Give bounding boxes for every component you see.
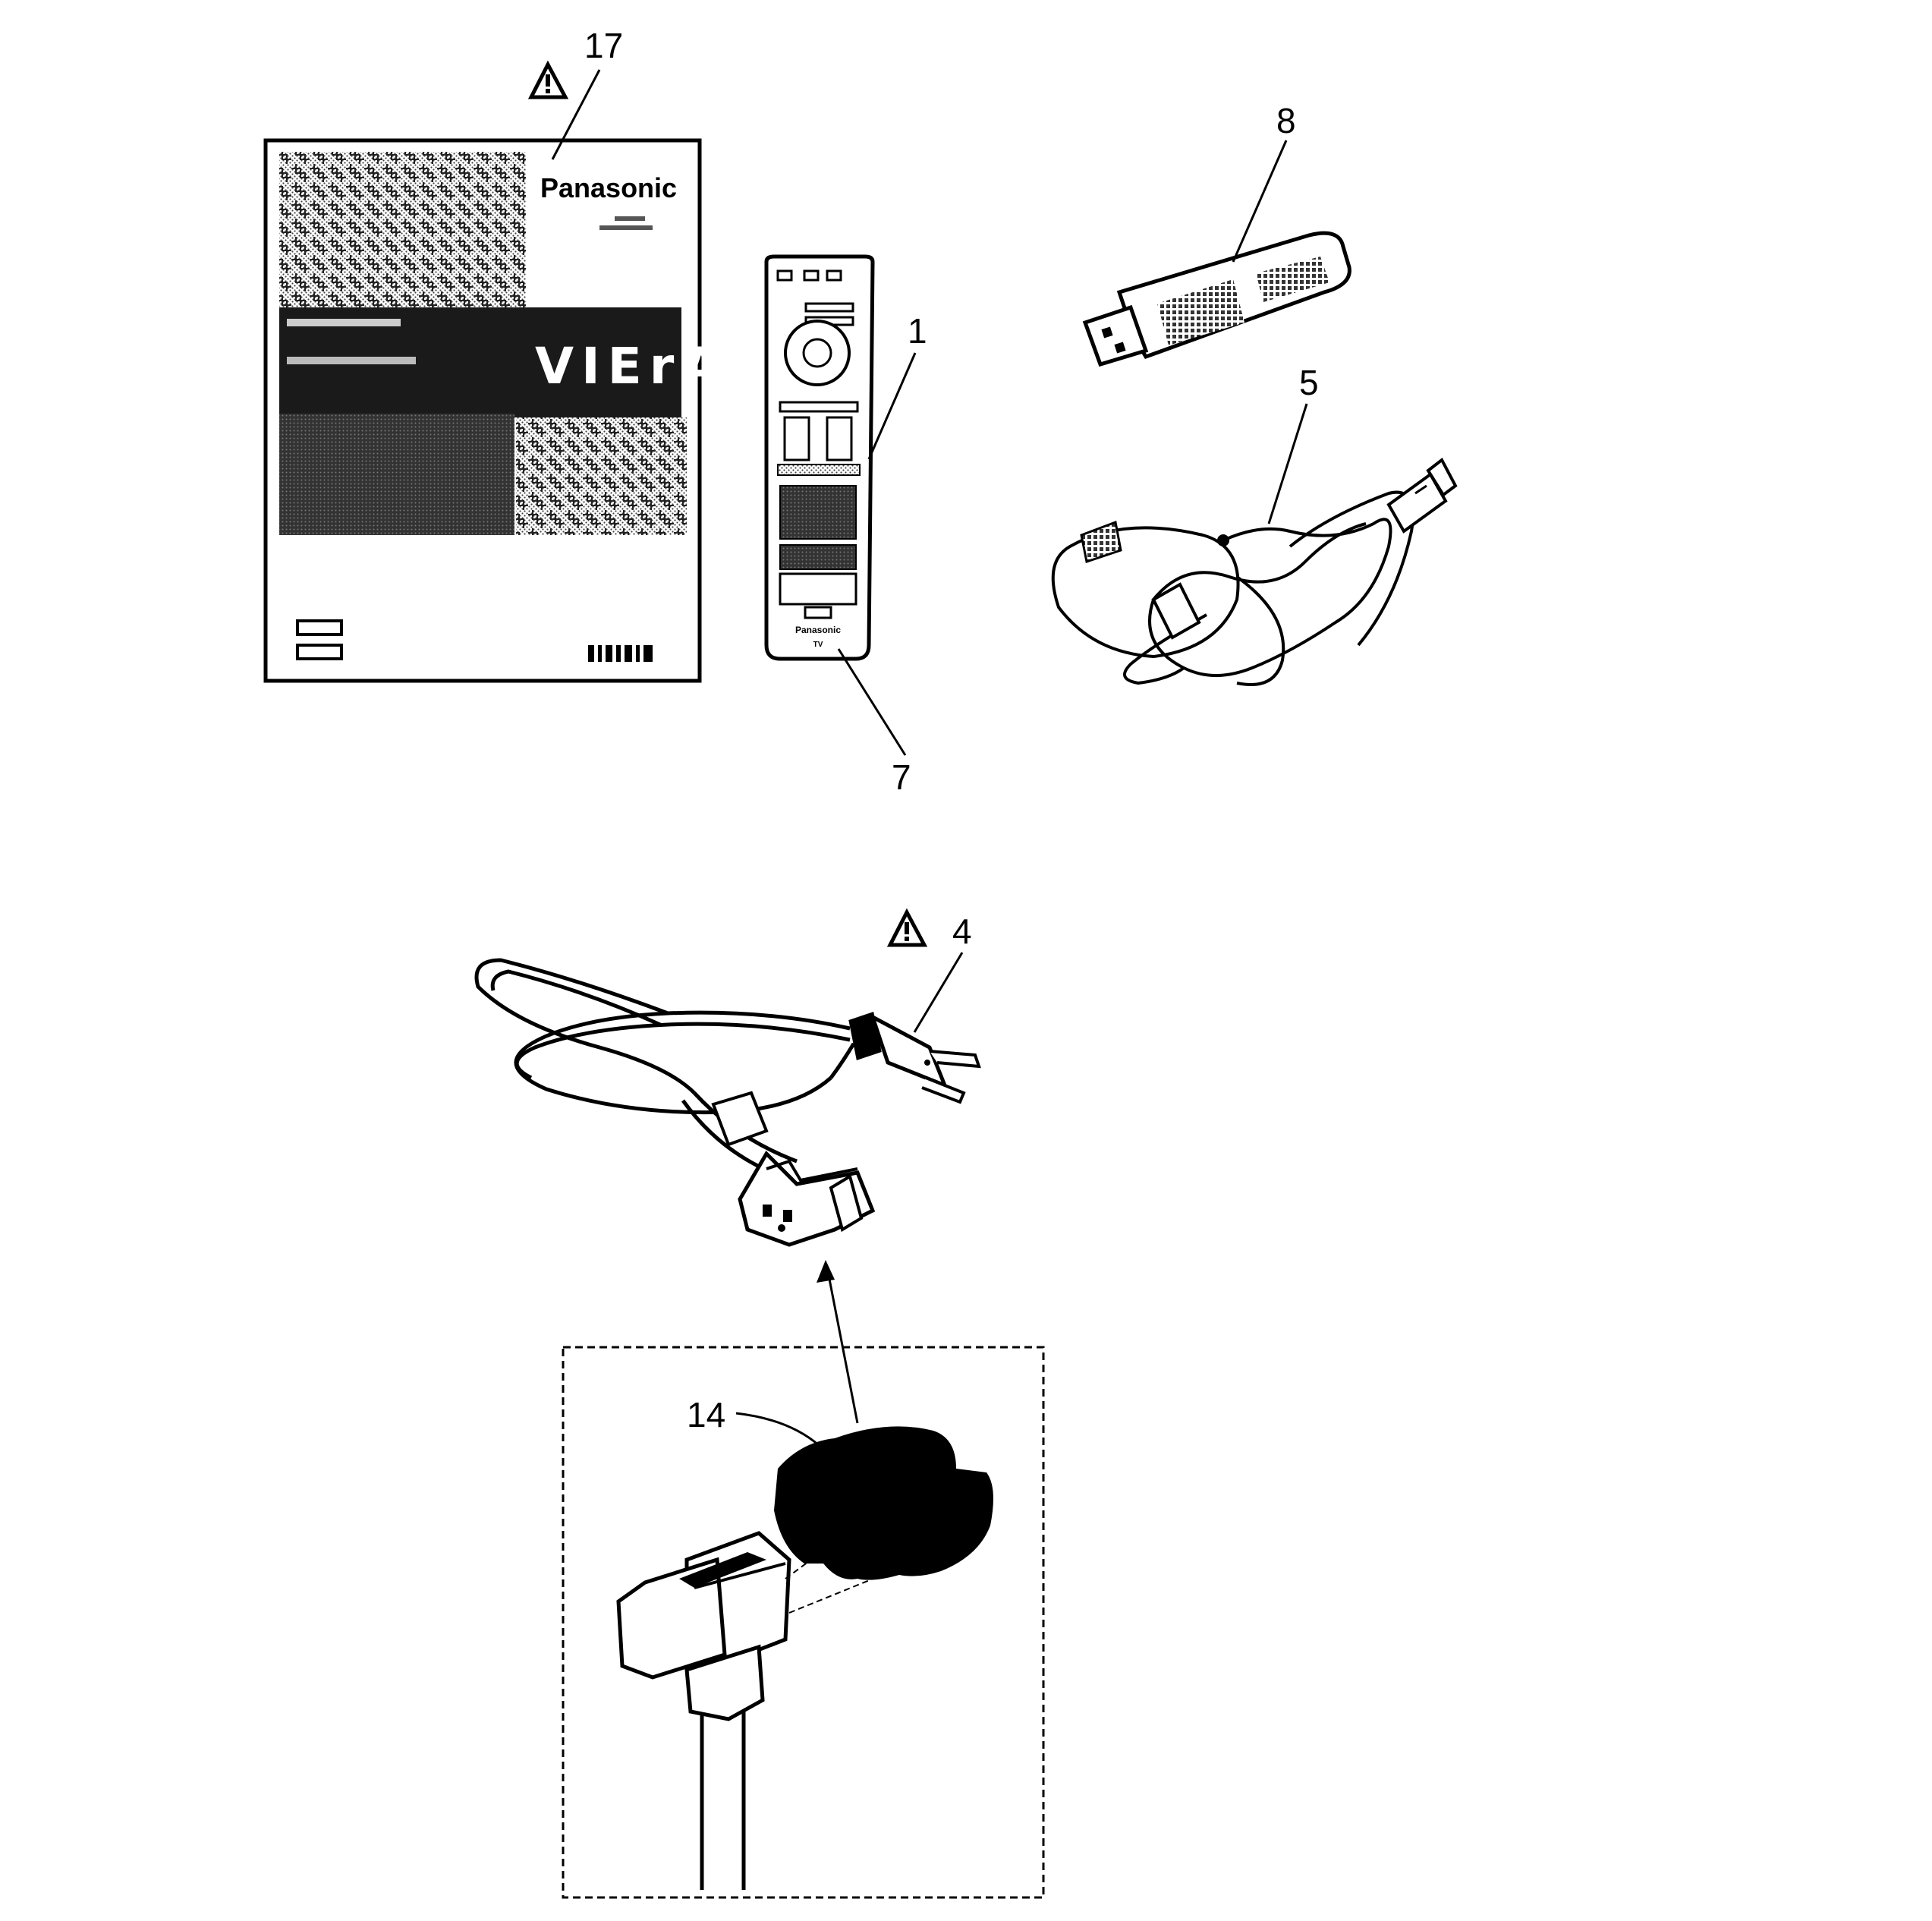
cord-ferrite	[711, 1091, 769, 1147]
usb-plug	[1082, 304, 1149, 367]
leader-line-4	[913, 952, 964, 1033]
wireless-lan-adapter	[1082, 231, 1351, 367]
callout-7: 7	[892, 757, 911, 797]
arrow-head	[817, 1260, 835, 1283]
callout-17: 17	[584, 26, 623, 65]
manual-product-logo: VIErA	[535, 337, 728, 395]
leader-line-1	[867, 352, 917, 460]
manual-barcode	[588, 645, 653, 662]
ferrite-core	[1151, 582, 1201, 640]
callout-5: 5	[1299, 363, 1319, 402]
leader-line-17	[551, 69, 601, 160]
warning-icon	[527, 60, 569, 99]
leader-line-7	[837, 648, 907, 756]
cord-holder-detail	[562, 1260, 1045, 1899]
leader-line-8	[1232, 140, 1288, 263]
warning-icon	[886, 908, 928, 947]
callout-1: 1	[908, 311, 927, 351]
leader-line-5	[1267, 403, 1308, 524]
usb-extension-cable	[1051, 457, 1458, 686]
callout-14: 14	[687, 1395, 725, 1434]
ac-power-cord	[474, 958, 981, 1247]
callout-4: 4	[952, 912, 972, 951]
owners-manual: Panasonic VIErA	[263, 138, 728, 683]
callout-8: 8	[1276, 101, 1296, 140]
arrow-line	[826, 1267, 859, 1424]
leader-line-14	[735, 1412, 820, 1447]
remote-brand-label: Panasonic	[795, 625, 841, 635]
remote-tv-label: TV	[813, 641, 823, 649]
manual-brand-label: Panasonic	[540, 172, 677, 203]
remote-control: Panasonic TV	[764, 254, 875, 661]
